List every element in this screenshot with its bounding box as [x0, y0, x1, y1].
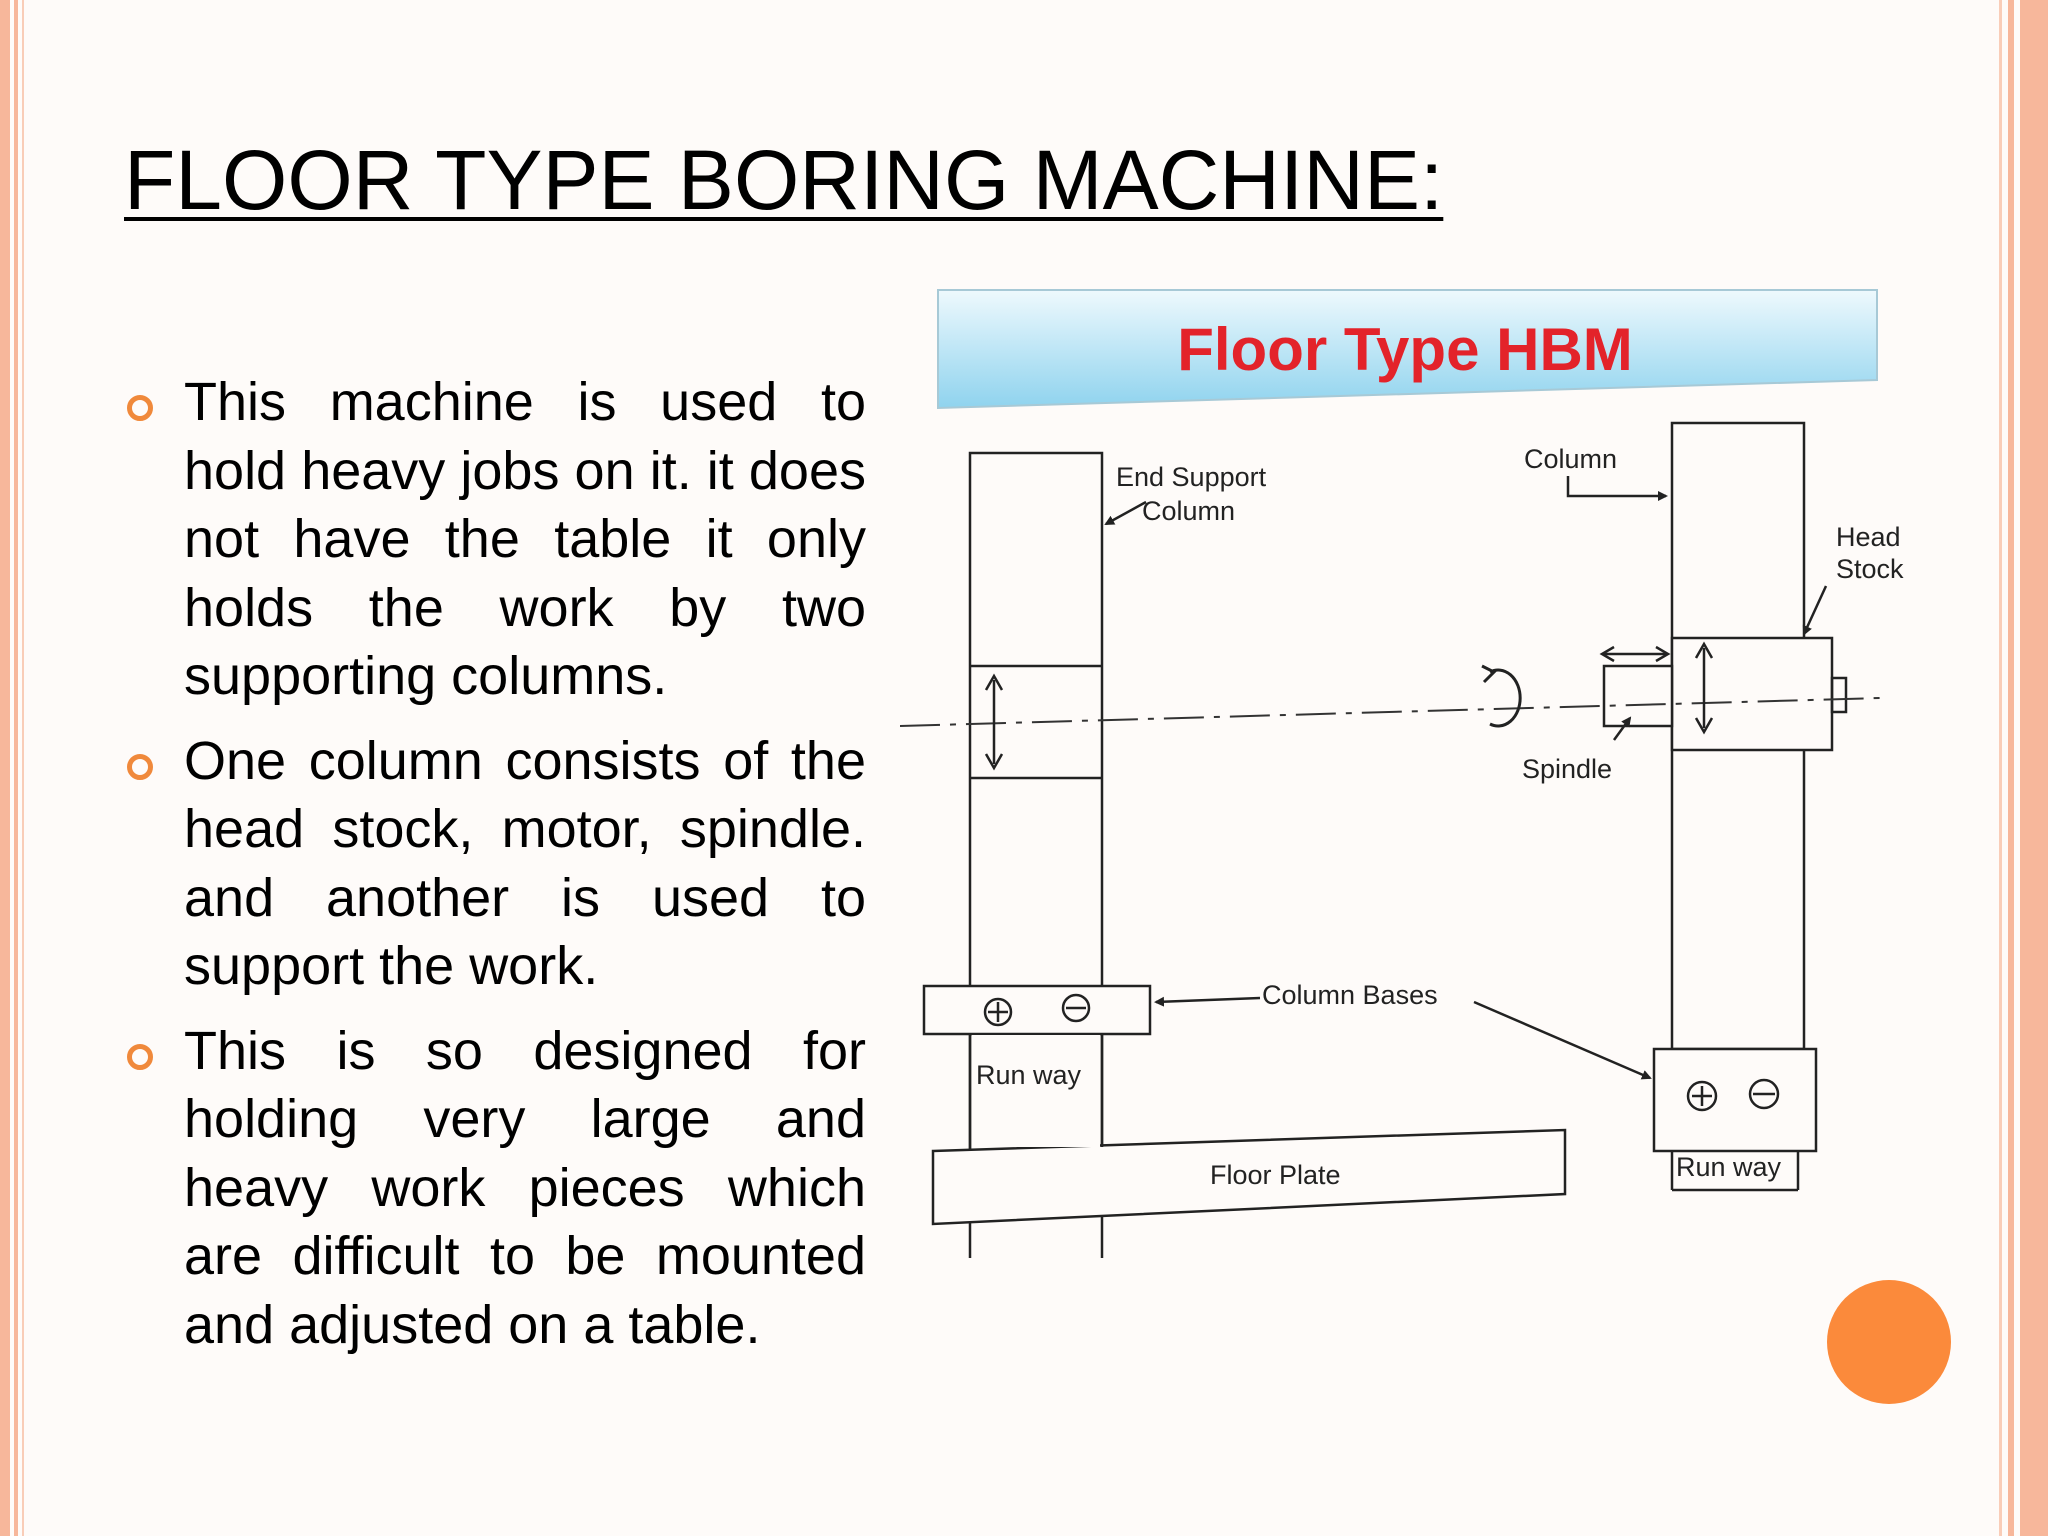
- right-column-base: [1652, 1047, 1818, 1153]
- floor-plate: [931, 1128, 1567, 1226]
- bullet-item: One column consists of the head stock, m…: [124, 727, 866, 1001]
- head-stock: [1670, 636, 1834, 752]
- minus-symbol-icon: [1748, 1078, 1780, 1110]
- head-stock-leader: [1802, 585, 1828, 636]
- boring-machine-diagram: Floor Type HBM: [900, 289, 1904, 1258]
- spindle-centerline: [900, 697, 1881, 727]
- left-border-stripe: [0, 0, 10, 1536]
- left-border-stripe: [22, 0, 24, 1536]
- head-stock-label: Head: [1836, 522, 1901, 552]
- plus-symbol-icon: [1686, 1080, 1718, 1112]
- banner-title: Floor Type HBM: [1177, 316, 1633, 383]
- bullet-item: This machine is used to hold heavy jobs …: [124, 368, 866, 711]
- spindle: [1602, 664, 1674, 728]
- floor-plate-label: Floor Plate: [1210, 1160, 1341, 1190]
- column-leader: [1566, 476, 1668, 501]
- spindle-leader: [1612, 716, 1632, 741]
- column-bases-leader-left: [1154, 996, 1261, 1007]
- vertical-travel-arrow: [984, 673, 1004, 771]
- horizontal-travel-arrow: [1599, 645, 1671, 663]
- left-column-base: [922, 984, 1152, 1036]
- plus-symbol-icon: [983, 997, 1013, 1027]
- bullet-circle-icon: [127, 395, 153, 421]
- bullet-circle-icon: [127, 753, 153, 780]
- end-support-leader: [1104, 500, 1147, 526]
- right-border-stripe: [2008, 0, 2014, 1536]
- right-border-stripe: [2020, 0, 2048, 1536]
- right-border-stripe: [1999, 0, 2002, 1536]
- head-stock-label: Stock: [1836, 554, 1904, 584]
- bullet-text: One column consists of the head stock, m…: [184, 730, 866, 997]
- column-label: Column: [1524, 444, 1617, 474]
- end-support-column: [968, 451, 1104, 1258]
- vertical-travel-arrow: [1694, 641, 1714, 735]
- diagram-banner: Floor Type HBM: [937, 289, 1878, 410]
- run-way-label: Run way: [976, 1060, 1082, 1090]
- head-stock-knob: [1830, 676, 1848, 714]
- decorative-orange-circle: [1827, 1280, 1951, 1404]
- run-way-label: Run way: [1676, 1152, 1782, 1182]
- end-support-label: Column: [1142, 496, 1235, 526]
- bullet-item: This is so designed for holding very lar…: [124, 1017, 866, 1360]
- bullet-text: This is so designed for holding very lar…: [184, 1020, 866, 1355]
- end-support-label: End Support: [1116, 462, 1267, 492]
- left-border-stripe: [14, 0, 18, 1536]
- bullet-list: This machine is used to hold heavy jobs …: [124, 368, 866, 1375]
- column-bases-leader-right: [1473, 1000, 1652, 1080]
- column-bases-label: Column Bases: [1262, 980, 1438, 1010]
- rotation-arrow-icon: [1481, 664, 1522, 728]
- bullet-text: This machine is used to hold heavy jobs …: [184, 372, 866, 706]
- minus-symbol-icon: [1061, 993, 1091, 1023]
- slide-title: FLOOR TYPE BORING MACHINE:: [124, 133, 1444, 227]
- spindle-label: Spindle: [1522, 754, 1612, 784]
- bullet-circle-icon: [127, 1043, 153, 1070]
